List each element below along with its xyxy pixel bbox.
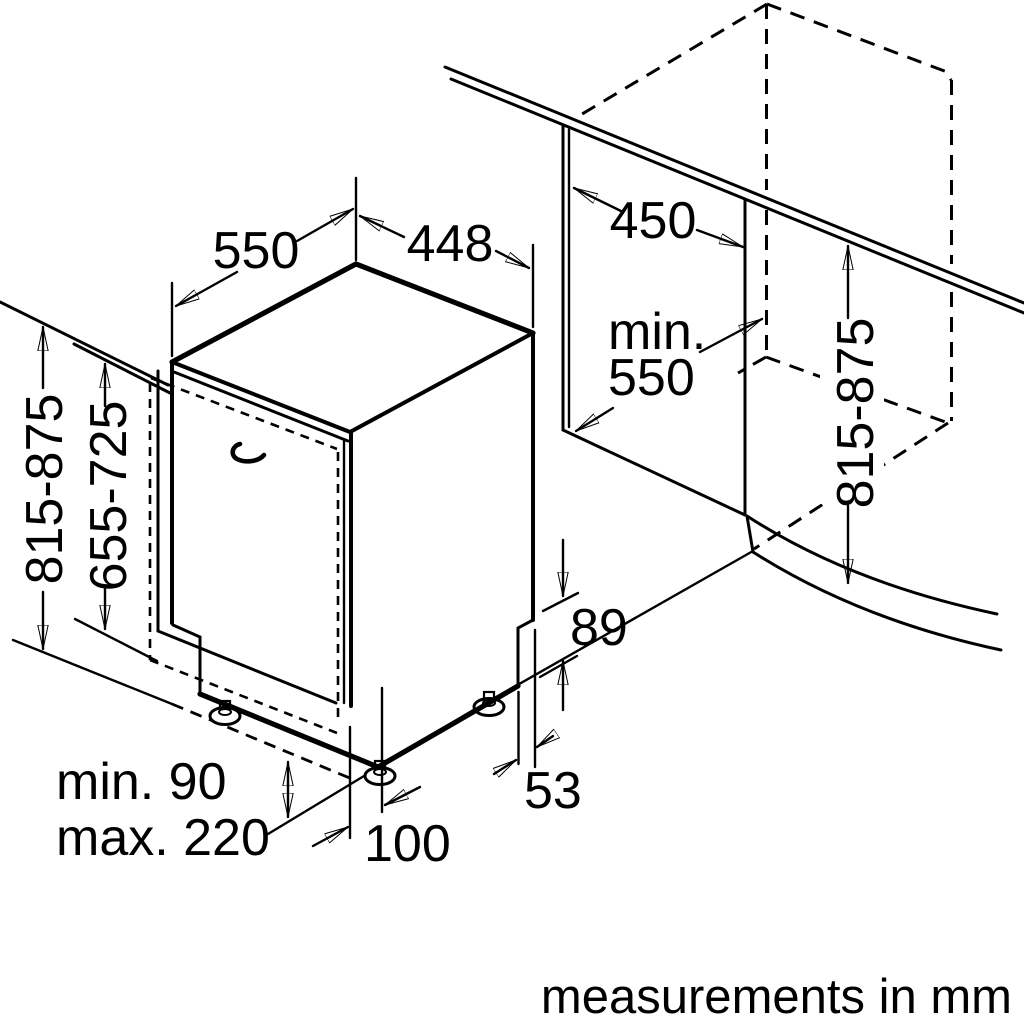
niche-bottom-right-edge (765, 355, 949, 425)
plinth-top-edge (745, 514, 999, 616)
panel-bottom-edge (561, 428, 747, 517)
decor-panel-bottom-edge (149, 658, 338, 735)
foot-screw (373, 768, 387, 776)
arrow-top-width-right (494, 249, 531, 270)
dim-label-appliance-height: 815-875 (16, 394, 74, 585)
arrow-top-depth-right (295, 207, 355, 243)
dim-label-base-step: 89 (570, 599, 628, 657)
dim-label-niche-height: 815-875 (827, 318, 885, 509)
arrow-niche-width-left (572, 186, 625, 214)
niche-side-panel (561, 124, 747, 517)
tick-base-step-bottom (538, 654, 579, 679)
label-backing (820, 322, 884, 504)
arrow-top-width-left (358, 214, 406, 239)
floor-front-left-line (11, 638, 174, 706)
arrow-top-depth-left (174, 270, 239, 308)
dimension-extension-lines (170, 176, 537, 840)
arrow-foot-offset-right (383, 785, 422, 807)
dim-label-niche-width: 450 (610, 192, 697, 250)
niche-plinth (745, 514, 1003, 652)
dim-label-door-panel-height: 655-725 (80, 401, 138, 592)
dimension-labels: 550 448 450 min. 550 815-875 655-725 815… (16, 192, 1012, 1024)
niche-dashed-outline (576, 2, 953, 551)
tick-base-step-top (541, 591, 580, 613)
door-panel-bottom-ref-line (73, 617, 159, 663)
top-face-back-edges (169, 261, 536, 365)
foot-screw (218, 708, 232, 716)
footer-note: measurements in mm (541, 970, 1012, 1024)
arrow-niche-depth-front (574, 406, 615, 433)
dim-label-niche-depth-word: min. (608, 303, 706, 361)
dim-label-plinth-max: max. 220 (56, 809, 270, 867)
base-bottom-right-edge (375, 683, 521, 770)
door-bottom-edge (156, 629, 338, 705)
base-left-step (171, 623, 202, 696)
dim-label-niche-depth-value: 550 (608, 349, 695, 407)
dim-label-base-recess: 53 (524, 762, 582, 820)
dim-label-top-width: 448 (407, 215, 494, 273)
arrow-base-recess-right (535, 736, 553, 749)
floor-hidden-dashed-line (171, 702, 353, 781)
arrow-foot-offset-left (311, 825, 350, 848)
countertop-left-underside-line (72, 342, 172, 395)
base-bottom-front-edge (197, 691, 381, 770)
niche-bottom-front-edge (753, 421, 949, 551)
countertop-right-underside-line (449, 77, 1024, 315)
door-handle (230, 441, 267, 464)
dimension-arrows (43, 186, 848, 848)
arrow-niche-width-right (695, 228, 745, 249)
dim-label-foot-offset: 100 (364, 815, 451, 873)
base-right-step (516, 618, 535, 688)
top-face-front-edges (170, 331, 535, 435)
arrow-niche-depth-back (698, 317, 764, 354)
plinth-bottom-edge (751, 550, 1003, 652)
dim-label-plinth-min: min. 90 (56, 753, 227, 811)
dim-label-top-depth: 550 (213, 222, 300, 280)
arrow-base-recess-left (494, 758, 518, 774)
countertop-right-top-line (443, 65, 1024, 305)
decor-panel-dashed-outline (148, 376, 340, 735)
niche-top-left-edge (576, 2, 768, 119)
dishwasher-body (148, 261, 536, 786)
countertop-right-lines (443, 65, 1024, 315)
decor-panel-top-edge (150, 376, 338, 451)
plinth-left-edge (745, 514, 755, 554)
countertop-left-lines (0, 300, 172, 395)
countertop-left-top-line (0, 300, 170, 387)
door-top-edge (172, 370, 350, 443)
niche-bottom-left-stub (737, 355, 767, 375)
niche-top-right-edge (766, 2, 953, 81)
